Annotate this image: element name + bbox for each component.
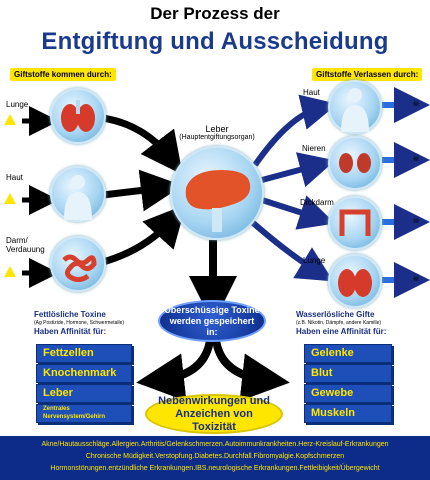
split-right-arrow — [212, 339, 290, 402]
hazard-icon — [4, 193, 16, 204]
colon-icon — [328, 196, 382, 250]
fat-soluble-title: Fettlösliche Toxine — [34, 310, 106, 319]
water-target-item: Blut — [304, 364, 392, 383]
split-left-arrow — [136, 339, 214, 402]
symptoms-line: Hormonstörungen.entzündliche Erkrankunge… — [50, 465, 380, 472]
lungs-icon — [328, 254, 382, 308]
gut-to-liver-arrow — [102, 204, 187, 266]
liver-sublabel: (Hauptentgiftungsorgan) — [179, 134, 255, 141]
skull-icon: ☠ — [412, 153, 421, 163]
water-target-item: Gewebe — [304, 384, 392, 403]
body-icon — [328, 80, 382, 134]
title-line-2: Entgiftung und Ausscheidung — [41, 28, 389, 55]
symptoms-line: Akne/Hautausschläge.Allergien.Arthritis/… — [41, 441, 389, 448]
input-label-gut: Darm/ Verdauung — [6, 236, 45, 254]
lungs-to-liver-arrow — [102, 114, 183, 175]
fat-target-item: Knochenmark — [36, 364, 132, 383]
liver-icon — [170, 146, 264, 240]
water-soluble-title: Wasserlösliche Gifte — [296, 310, 375, 319]
skull-icon: ☠ — [412, 98, 421, 108]
fat-target-item: Zentrales Nervensystem/Gehirn — [36, 404, 132, 423]
fat-soluble-affinity: Haben Affinität für: — [34, 327, 107, 336]
water-soluble-affinity: Haben eine Affinität für: — [296, 327, 387, 336]
liver-to-lungs-arrow — [250, 219, 334, 282]
skin-to-liver-arrow — [102, 169, 183, 212]
outputs-header: Giftstoffe Verlassen durch: — [312, 68, 423, 81]
symptoms-line: Chronische Müdigkeit.Verstopfung.Diabete… — [85, 453, 345, 460]
water-target-item: Muskeln — [304, 404, 392, 423]
title-line-1: Der Prozess der — [150, 4, 280, 23]
fat-target-item: Fettzellen — [36, 344, 132, 363]
output-label-skin: Haut — [303, 88, 320, 97]
skull-icon: ☠ — [412, 215, 421, 225]
lungs-icon — [50, 88, 106, 144]
liver-label: Leber — [205, 124, 229, 134]
liver-to-colon-arrow — [261, 195, 336, 230]
water-target-item: Gelenke — [304, 344, 392, 363]
intestine-icon — [50, 236, 106, 292]
fat-target-item: Leber — [36, 384, 132, 403]
liver-to-skin-arrow — [252, 94, 338, 167]
excess-toxins-oval: Überschüssige Toxine werden gespeichert … — [158, 300, 266, 342]
output-label-colon: Dickdarm — [300, 198, 334, 207]
fat-soluble-subtitle: (Ag Postizide, Hormone, Schwermetalle) — [34, 320, 125, 326]
side-effects-oval: Nebenwirkungen und Anzeichen von Toxizit… — [145, 394, 283, 434]
input-label-skin: Haut — [6, 173, 23, 182]
output-label-lungs: Lunge — [303, 256, 326, 265]
skull-icon: ☠ — [412, 273, 421, 283]
inputs-header: Giftstoffe kommen durch: — [10, 68, 116, 81]
symptoms-box: Akne/Hautausschläge.Allergien.Arthritis/… — [0, 436, 430, 480]
hazard-icon — [4, 266, 16, 277]
body-icon — [50, 166, 106, 222]
liver-to-kidneys-arrow — [261, 152, 336, 188]
hazard-icon — [4, 114, 16, 125]
kidney-icon — [328, 136, 382, 190]
water-soluble-subtitle: (z.B. Nikotin, Dämpfe, andere Kamille) — [296, 320, 382, 326]
input-label-lungs: Lunge — [6, 100, 29, 109]
output-label-kidneys: Nieren — [302, 144, 326, 153]
